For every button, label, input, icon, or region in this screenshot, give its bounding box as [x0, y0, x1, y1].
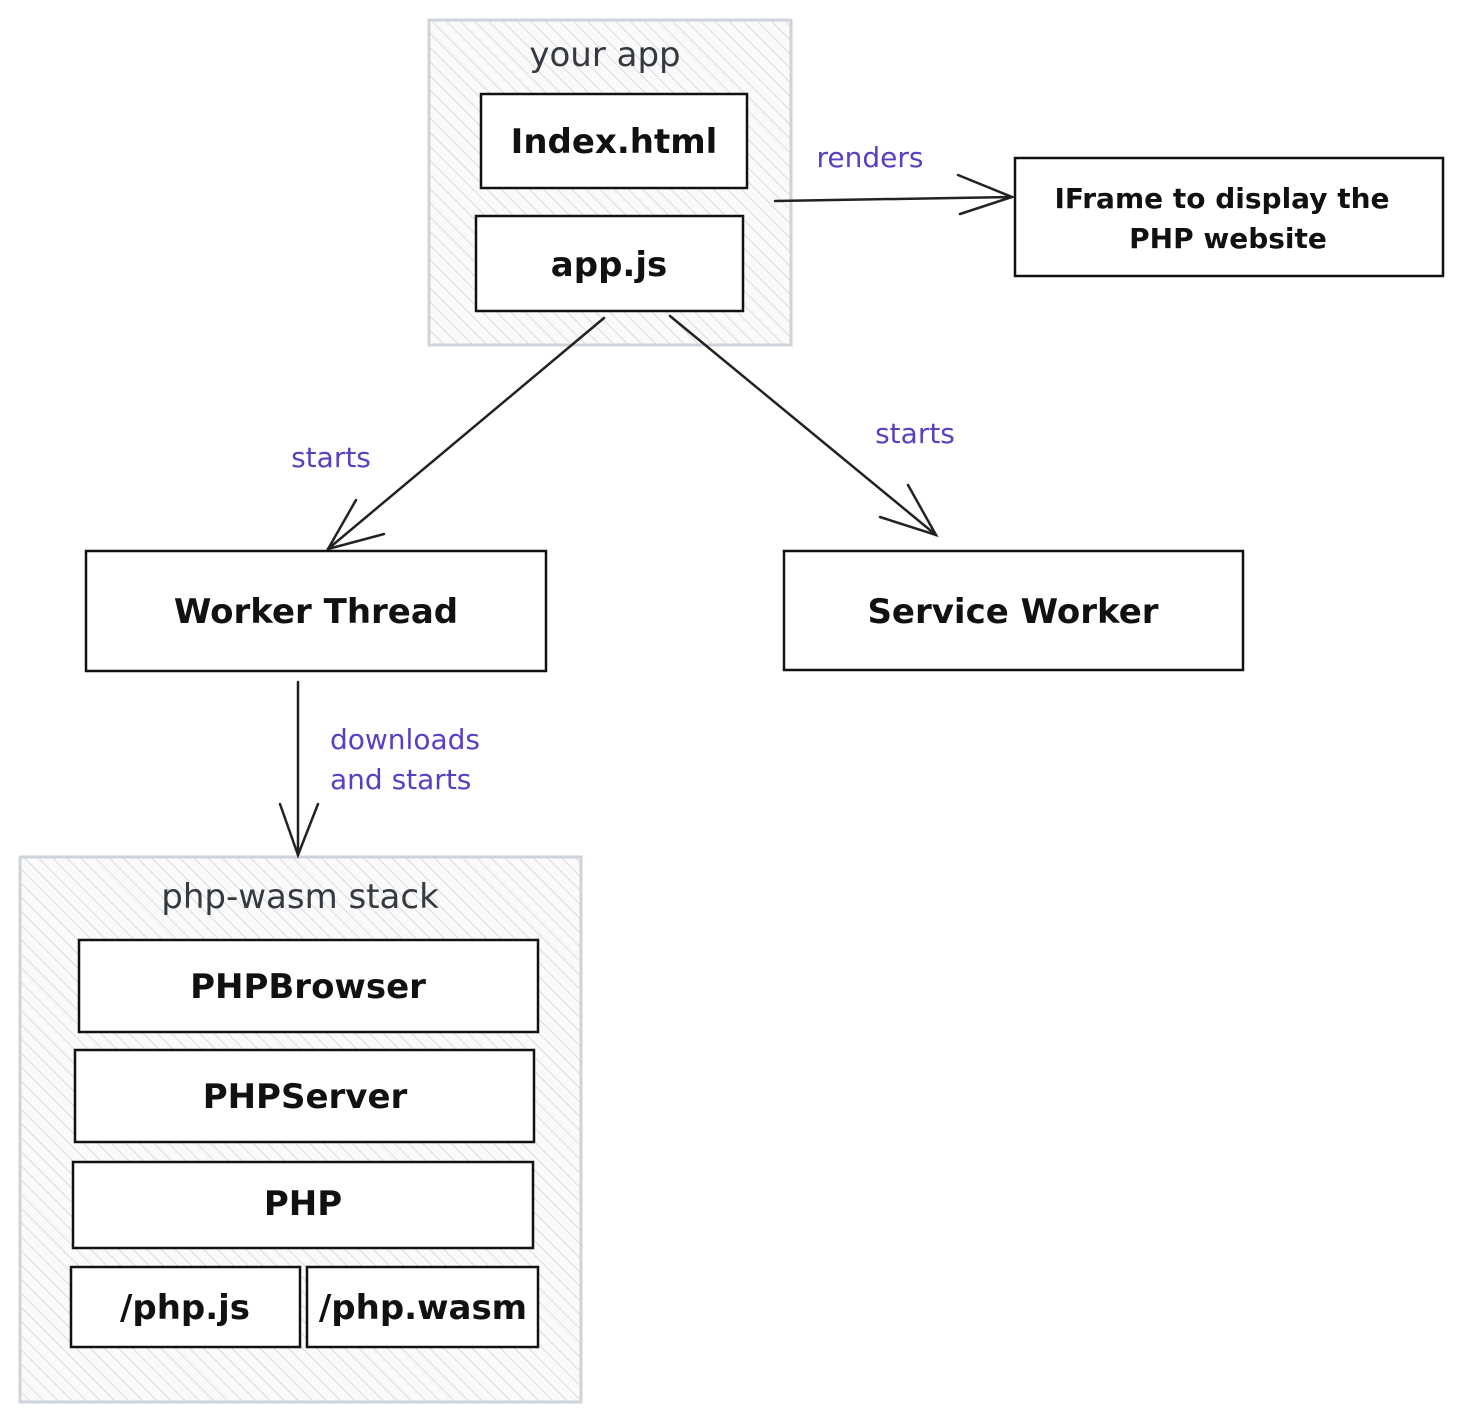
iframe-label-line2: PHP website [1129, 222, 1327, 255]
iframe-box[interactable] [1013, 156, 1445, 278]
service-worker-node[interactable]: Service Worker [782, 549, 1245, 672]
edge-starts-service-line [668, 314, 938, 537]
worker-thread-box[interactable] [84, 549, 548, 673]
service-worker-box[interactable] [782, 549, 1245, 672]
worker-thread-label: Worker Thread [174, 592, 458, 632]
index-html-node[interactable]: Index.html [479, 92, 749, 190]
edge-starts-worker-arrowhead [325, 498, 386, 551]
php-js-node[interactable]: /php.js [69, 1265, 302, 1349]
edge-downloads-label-line1: downloads [330, 723, 480, 756]
php-node[interactable]: PHP [71, 1160, 535, 1250]
php-wasm-title: php-wasm stack [161, 877, 439, 917]
php-label: PHP [264, 1184, 342, 1224]
edge-starts-service-arrowhead [878, 483, 939, 538]
iframe-node[interactable]: IFrame to display the PHP website [1013, 156, 1445, 278]
edge-starts-worker: starts [291, 316, 606, 551]
worker-thread-node[interactable]: Worker Thread [84, 549, 548, 673]
edge-renders-label: renders [817, 141, 924, 174]
php-js-label: /php.js [120, 1288, 250, 1328]
edge-renders-arrowhead [956, 173, 1016, 216]
iframe-label-line1: IFrame to display the [1054, 182, 1389, 215]
index-html-box[interactable] [479, 92, 749, 190]
app-js-box[interactable] [474, 214, 745, 313]
php-js-box[interactable] [69, 1265, 302, 1349]
edge-renders: renders [773, 141, 1016, 216]
php-wasm-file-node[interactable]: /php.wasm [305, 1265, 540, 1349]
php-browser-label: PHPBrowser [190, 967, 426, 1007]
edge-renders-line [773, 195, 1014, 203]
edge-starts-worker-line [326, 316, 606, 551]
php-server-label: PHPServer [203, 1077, 408, 1117]
service-worker-label: Service Worker [867, 592, 1158, 632]
php-browser-box[interactable] [77, 938, 540, 1034]
edge-downloads-label-line2: and starts [330, 763, 471, 796]
your-app-title: your app [529, 35, 680, 75]
edge-starts-service-label: starts [875, 417, 955, 450]
php-server-node[interactable]: PHPServer [73, 1048, 536, 1144]
edge-downloads-arrowhead [278, 802, 320, 859]
edge-starts-service: starts [668, 314, 955, 538]
php-wasm-file-box[interactable] [305, 1265, 540, 1349]
app-js-label: app.js [551, 245, 667, 285]
php-wasm-file-label: /php.wasm [319, 1288, 527, 1328]
php-box[interactable] [71, 1160, 535, 1250]
index-html-label: Index.html [511, 122, 718, 162]
php-server-box[interactable] [73, 1048, 536, 1144]
edge-starts-worker-label: starts [291, 441, 371, 474]
php-browser-node[interactable]: PHPBrowser [77, 938, 540, 1034]
edge-downloads: downloads and starts [278, 680, 480, 859]
app-js-node[interactable]: app.js [474, 214, 745, 313]
